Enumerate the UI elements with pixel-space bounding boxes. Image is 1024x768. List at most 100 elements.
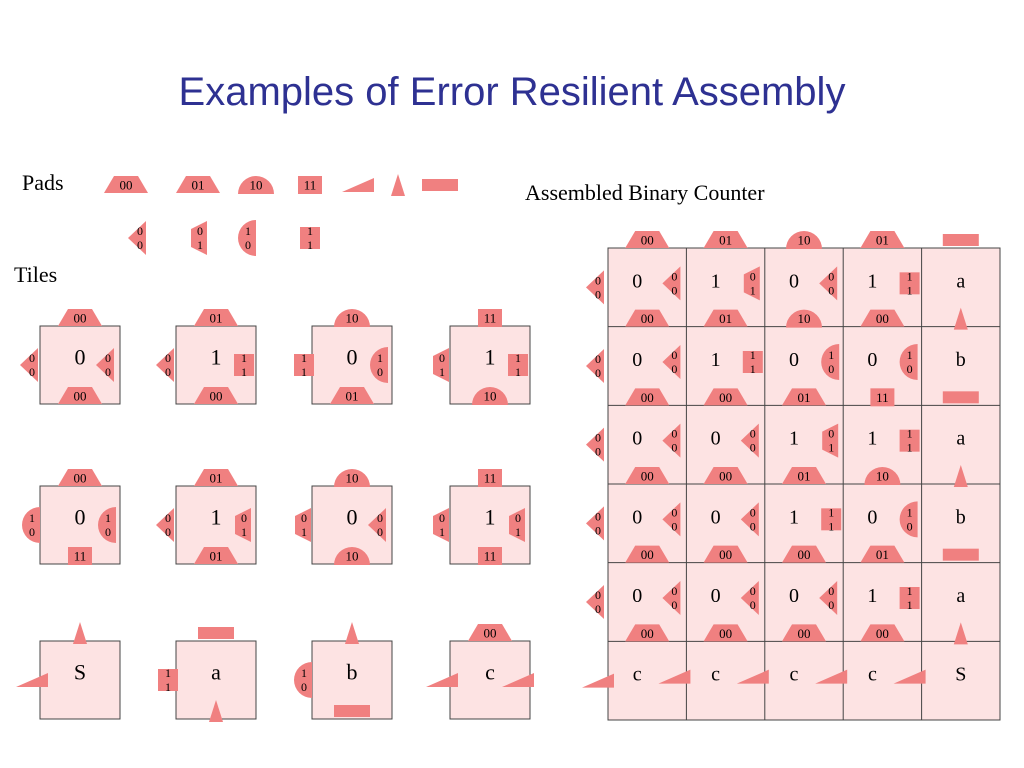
semi-left-shape bbox=[899, 501, 918, 538]
trap-up-shape bbox=[625, 545, 670, 563]
tile-pad-east: 00 bbox=[368, 508, 386, 542]
counter-top-pad: 10 bbox=[786, 231, 822, 249]
counter-east-pad: 11 bbox=[821, 505, 842, 533]
counter-east-pad: 00 bbox=[740, 423, 759, 458]
pad-label: 0 bbox=[595, 366, 601, 380]
palette-pad: 01 bbox=[191, 221, 207, 255]
pad-label: 0 bbox=[750, 598, 756, 612]
tile-value: 1 bbox=[485, 505, 496, 530]
pad-label: 0 bbox=[165, 525, 171, 539]
trap-left-shape bbox=[295, 508, 311, 542]
pad-label: 0 bbox=[377, 511, 383, 525]
pad-label: 00 bbox=[641, 469, 654, 484]
tri-left-shape bbox=[128, 221, 146, 255]
trap-up-shape bbox=[104, 176, 148, 193]
pad-label: 0 bbox=[245, 238, 251, 252]
semi-left-shape bbox=[294, 662, 312, 698]
pad-label: 0 bbox=[241, 511, 247, 525]
rect-shape bbox=[899, 272, 920, 295]
tile-pad-north bbox=[73, 622, 87, 644]
counter-left-pad: 00 bbox=[586, 270, 604, 305]
tile-pad-north: 00 bbox=[468, 624, 512, 641]
tri-left-shape bbox=[20, 348, 38, 382]
counter-cell-value: 1 bbox=[711, 349, 721, 371]
rect-shape bbox=[508, 354, 528, 376]
pad-label: 0 bbox=[828, 283, 834, 297]
semi-up-shape bbox=[786, 231, 822, 249]
pad-label: 0 bbox=[595, 273, 601, 287]
counter-east-pad: 11 bbox=[899, 269, 920, 297]
tri-left-shape bbox=[156, 348, 174, 382]
semi-left-shape bbox=[238, 220, 256, 256]
pad-label: 1 bbox=[750, 348, 756, 362]
counter-east-pad: 01 bbox=[822, 423, 839, 458]
pad-label: 10 bbox=[346, 549, 359, 564]
pad-label: 1 bbox=[750, 283, 756, 297]
tri-left-shape bbox=[96, 348, 114, 382]
palette-pad bbox=[391, 174, 405, 196]
pad-label: 0 bbox=[828, 427, 834, 441]
counter-cell-value: 0 bbox=[711, 506, 721, 528]
pad-label: 00 bbox=[719, 626, 732, 641]
pad-label: 10 bbox=[346, 471, 359, 486]
counter-south-pad: 00 bbox=[782, 624, 826, 642]
tri-left-shape bbox=[156, 508, 174, 542]
counter-south-pad bbox=[942, 391, 979, 404]
counter-south-pad: 00 bbox=[782, 545, 826, 563]
wedge-shape bbox=[736, 669, 769, 684]
pad-label: 0 bbox=[197, 224, 203, 238]
rect-shape bbox=[478, 309, 502, 327]
bar-shape bbox=[942, 234, 979, 246]
counter-east-pad bbox=[736, 669, 769, 684]
tile-pad-south: 01 bbox=[330, 387, 374, 404]
pad-label: 1 bbox=[105, 511, 111, 525]
trap-up-shape bbox=[194, 387, 238, 404]
tri-left-shape bbox=[586, 349, 604, 383]
rect-shape bbox=[870, 388, 895, 407]
pad-label: 1 bbox=[907, 441, 913, 455]
pad-label: 0 bbox=[671, 505, 677, 519]
counter-south-pad: 00 bbox=[860, 624, 905, 642]
counter-cell-value: 1 bbox=[867, 428, 877, 450]
counter-top-pad: 01 bbox=[860, 231, 905, 248]
spike-shape bbox=[391, 174, 405, 196]
pad-label: 00 bbox=[641, 626, 654, 641]
rect-shape bbox=[478, 469, 502, 487]
pad-label: 1 bbox=[515, 525, 521, 539]
trap-up-shape bbox=[703, 231, 748, 248]
trap-up-shape bbox=[330, 387, 374, 404]
pad-label: 0 bbox=[671, 362, 677, 376]
pad-label: 0 bbox=[671, 269, 677, 283]
pad-label: 0 bbox=[671, 283, 677, 297]
tri-left-shape bbox=[586, 270, 604, 305]
rect-shape bbox=[298, 176, 322, 194]
trap-up-shape bbox=[625, 467, 670, 484]
counter-south-pad bbox=[942, 548, 979, 561]
rect-shape bbox=[899, 429, 920, 452]
counter-east-pad: 01 bbox=[743, 266, 760, 301]
tile-pad-south: 11 bbox=[68, 547, 92, 565]
counter-east-pad: 00 bbox=[662, 266, 681, 301]
counter-cell-value: 0 bbox=[632, 349, 642, 371]
trap-up-shape bbox=[468, 624, 512, 641]
semi-left-shape bbox=[98, 507, 116, 543]
pad-label: 1 bbox=[907, 269, 913, 283]
pad-label: 1 bbox=[907, 584, 913, 598]
trap-left-shape bbox=[191, 221, 207, 255]
tile-pad-west: 01 bbox=[433, 508, 449, 542]
pad-label: 0 bbox=[105, 365, 111, 379]
tile-value: 0 bbox=[347, 505, 358, 530]
pad-label: 1 bbox=[301, 365, 307, 379]
tile-pad-north: 01 bbox=[194, 469, 238, 486]
tile-pad-east: 00 bbox=[96, 348, 114, 382]
tile bbox=[449, 640, 531, 720]
tile-pad-west bbox=[16, 673, 48, 687]
tile-value: c bbox=[485, 660, 495, 685]
pad-label: 1 bbox=[245, 224, 251, 238]
tile-pad-south: 11 bbox=[478, 547, 502, 565]
counter-south-pad bbox=[953, 622, 968, 645]
counter-cell-value: 0 bbox=[632, 506, 642, 528]
tri-left-shape bbox=[740, 581, 759, 615]
pad-label: 00 bbox=[876, 626, 889, 641]
pad-label: 00 bbox=[74, 471, 87, 486]
